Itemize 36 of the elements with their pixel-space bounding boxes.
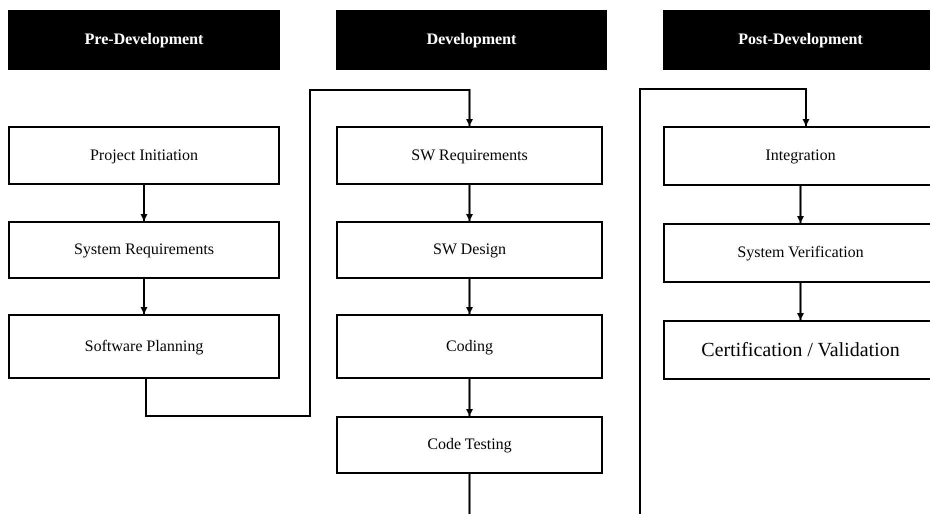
step-label: Project Initiation [90,146,198,164]
process-box [663,320,930,380]
process-box [8,126,280,185]
step-label: SW Design [432,241,506,259]
process-box [336,314,603,379]
step-label: Software Planning [84,338,204,356]
phase-header [336,10,607,70]
arrow [140,279,148,314]
phase-header [663,10,930,70]
process-box [663,126,930,186]
phase-title: Development [426,31,516,49]
arrow [140,185,148,221]
arrow [797,283,804,320]
process-box [336,416,603,474]
process-box [336,126,603,185]
process-box [8,314,280,379]
arrow [466,379,473,416]
step-label: Certification / Validation [701,338,900,362]
arrow [145,89,473,417]
step-label: Code Testing [427,436,512,454]
arrow [639,88,810,514]
process-box [8,221,280,279]
step-label: SW Requirements [411,146,528,164]
process-box [336,221,603,279]
arrow [466,185,473,221]
step-label: System Verification [737,244,864,262]
phase-title: Pre-Development [84,31,204,49]
arrow [466,279,473,314]
step-label: System Requirements [74,241,214,259]
phase-title: Post-Development [738,31,863,49]
connector-line [468,474,470,514]
step-label: Coding [446,338,494,356]
phase-header [8,10,280,70]
process-box [663,223,930,283]
step-label: Integration [765,147,836,165]
arrow [797,186,804,223]
